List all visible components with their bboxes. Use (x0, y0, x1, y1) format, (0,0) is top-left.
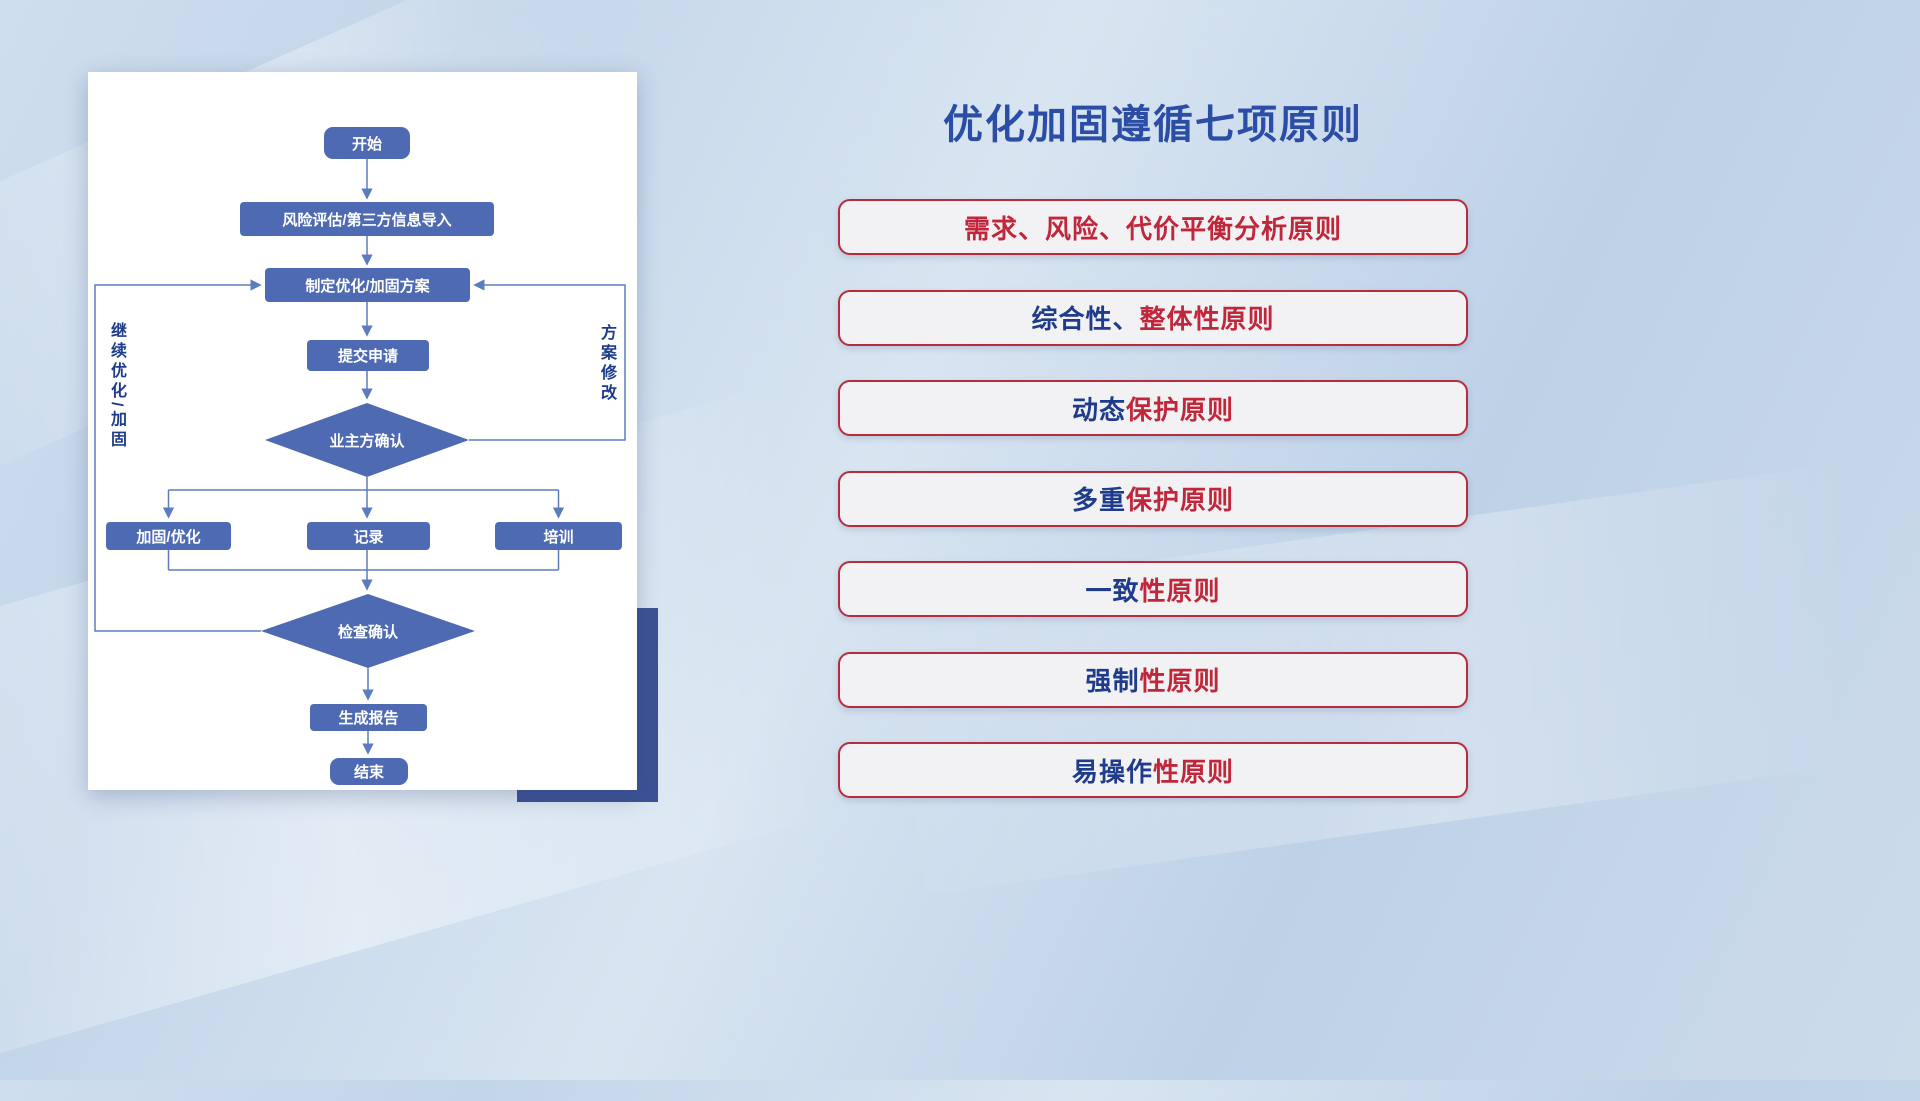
principle-pill: 多重保护原则 (838, 470, 1468, 527)
principle-text: 综合性、 (1031, 304, 1140, 334)
edge-label-continue-optimize: 继续优化/加固 (108, 322, 125, 451)
principle-pill: 综合性、整体性原则 (838, 289, 1468, 346)
principle-text: 一致 (1085, 575, 1140, 606)
flowchart-card: 开始 风险评估/第三方信息导入 制定优化/加固方案 提交申请 业主方确认 加固/… (88, 72, 637, 790)
principle-text: 性原则 (1153, 756, 1235, 787)
principle-pill: 一致性原则 (838, 561, 1468, 617)
flow-node-start: 开始 (324, 127, 410, 159)
flow-node-plan: 制定优化/加固方案 (265, 268, 470, 302)
page-title: 优化加固遵循七项原则 (943, 103, 1363, 147)
principle-text: 易操作 (1071, 756, 1153, 787)
principle-text: 性原则 (1139, 575, 1221, 606)
principle-pill: 需求、风险、代价平衡分析原则 (838, 199, 1468, 255)
principle-text: 保护原则 (1126, 394, 1235, 425)
principle-text: 整体性原则 (1139, 304, 1275, 334)
principle-text: 动态 (1071, 394, 1126, 425)
flow-node-submit: 提交申请 (307, 340, 429, 371)
principle-pill: 易操作性原则 (838, 742, 1468, 798)
principle-text: 需求、风险、代价平衡分析原则 (963, 213, 1342, 244)
edge-label-plan-revise: 方案修改 (598, 324, 615, 404)
principle-text: 保护原则 (1126, 485, 1235, 515)
flow-node-harden: 加固/优化 (106, 522, 231, 550)
flow-node-owner-confirm: 业主方确认 (329, 432, 405, 450)
principle-text: 强制 (1085, 666, 1140, 696)
flow-node-record: 记录 (307, 522, 430, 550)
principle-text: 性原则 (1139, 666, 1221, 696)
flow-node-check-confirm: 检查确认 (337, 623, 398, 641)
flow-node-report: 生成报告 (310, 704, 427, 731)
flow-node-training: 培训 (495, 522, 622, 550)
principle-text: 多重 (1071, 485, 1126, 515)
principles-list: 需求、风险、代价平衡分析原则综合性、整体性原则动态保护原则多重保护原则一致性原则… (838, 199, 1468, 798)
flow-node-end: 结束 (330, 758, 408, 785)
principle-pill: 动态保护原则 (838, 380, 1468, 436)
principle-pill: 强制性原则 (838, 651, 1468, 708)
flow-node-risk-import: 风险评估/第三方信息导入 (240, 202, 494, 236)
flowchart-connectors (94, 159, 626, 755)
